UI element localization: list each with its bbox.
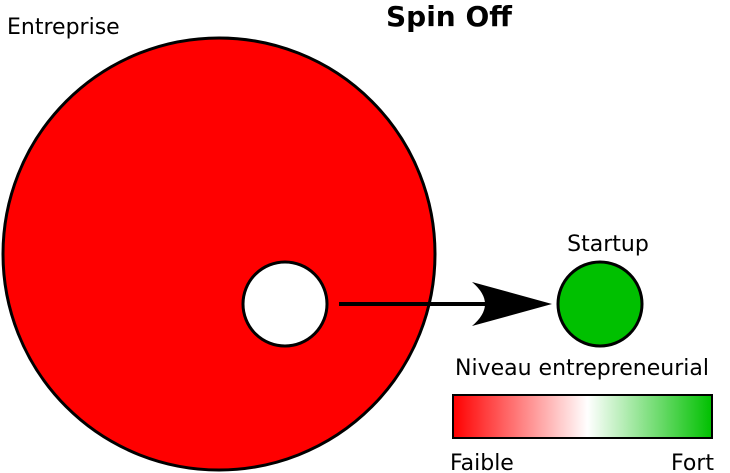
legend-high-label: Fort — [671, 451, 714, 473]
legend-low-label: Faible — [450, 451, 514, 473]
startup-circle — [556, 260, 644, 348]
legend-title: Niveau entrepreneurial — [455, 356, 709, 381]
enterprise-circle — [1, 36, 437, 472]
legend-gradient-bar — [452, 394, 713, 439]
spinoff-core-circle — [241, 260, 329, 348]
startup-label: Startup — [567, 232, 649, 257]
diagram-title: Spin Off — [386, 0, 512, 33]
spinoff-arrow-head — [472, 282, 552, 326]
enterprise-label: Entreprise — [7, 15, 120, 40]
